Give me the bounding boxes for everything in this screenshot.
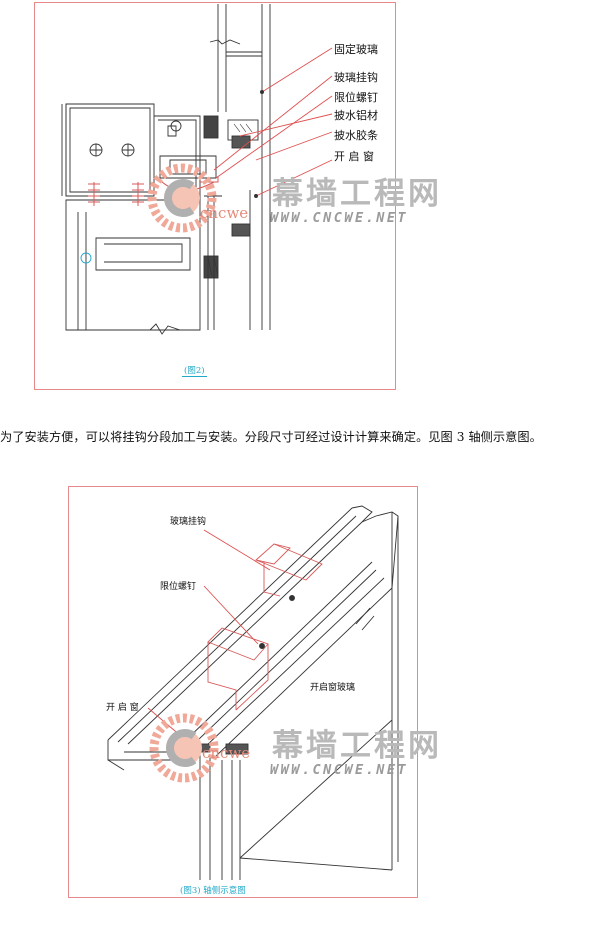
- label-opening-window-axo: 开 启 窗: [106, 703, 139, 713]
- watermark-logo-text-2: cncwe: [202, 744, 251, 762]
- label-limit-screw-axo: 限位螺钉: [160, 582, 197, 592]
- body-paragraph: 为了安装方便，可以将挂钩分段加工与安装。分段尺寸可经过设计计算来确定。见图 3 …: [0, 430, 542, 444]
- watermark-logo-text-1: cncwe: [200, 204, 249, 222]
- figure-3-frame: [68, 486, 418, 898]
- figure-2-frame: [34, 2, 396, 390]
- watermark-url-1: WWW.CNCWE.NET: [270, 210, 409, 226]
- label-fixed-glass: 固定玻璃: [334, 43, 378, 56]
- label-opening-window-glass: 开启窗玻璃: [310, 683, 356, 693]
- label-limit-screw: 限位螺钉: [334, 91, 378, 104]
- watermark-cn-name-1: 幕墙工程网: [272, 176, 442, 212]
- figure-3-caption: (图3) 轴侧示意图: [180, 886, 246, 896]
- figure-2-caption: (图2): [182, 366, 207, 377]
- label-glass-hook-axo: 玻璃挂钩: [170, 517, 207, 527]
- label-drip-aluminium: 披水铝材: [334, 109, 378, 122]
- label-opening-window: 开 启 窗: [334, 150, 374, 163]
- label-drip-gasket: 披水胶条: [334, 129, 378, 142]
- watermark-url-2: WWW.CNCWE.NET: [270, 762, 409, 778]
- watermark-cn-name-2: 幕墙工程网: [272, 728, 442, 764]
- label-glass-hook: 玻璃挂钩: [334, 71, 378, 84]
